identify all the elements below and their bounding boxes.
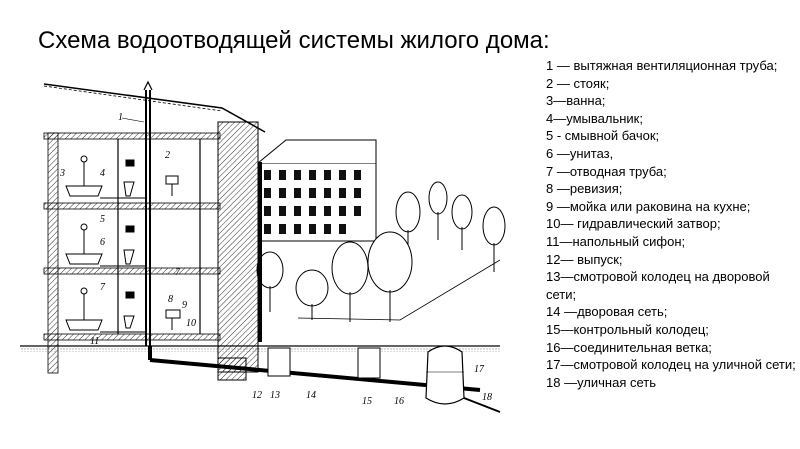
callout-7b: 7 — [100, 282, 106, 293]
callout-13: 13 — [270, 390, 280, 401]
drainage-system-drawing: 1 2 3 4 5 6 7 7 8 9 10 11 12 13 14 15 16… — [0, 0, 545, 449]
legend-item: 1 — вытяжная вентиляционная труба; — [546, 57, 796, 75]
legend-item: 6 —унитаз, — [546, 145, 796, 163]
callout-2: 2 — [165, 150, 170, 161]
legend-item: 2 — стояк; — [546, 75, 796, 93]
legend-item: 10— гидравлический затвор; — [546, 215, 796, 233]
callout-18: 18 — [482, 392, 492, 403]
legend-item: 5 - смывной бачок; — [546, 127, 796, 145]
callout-5: 5 — [100, 214, 105, 225]
callout-4: 4 — [100, 168, 105, 179]
stack-pipe — [144, 82, 152, 360]
legend-item: 17—смотровой колодец на уличной сети; — [546, 356, 796, 374]
legend-item: 18 —уличная сеть — [546, 374, 796, 392]
legend-list: 1 — вытяжная вентиляционная труба; 2 — с… — [546, 57, 796, 391]
callout-9: 9 — [182, 300, 187, 311]
legend-item: 13—смотровой колодец на дворовой сети; — [546, 268, 796, 303]
callout-1: 1 — [118, 112, 123, 123]
callout-14: 14 — [306, 390, 316, 401]
callout-17: 17 — [474, 364, 485, 375]
house-section — [44, 84, 265, 380]
callout-12: 12 — [252, 390, 262, 401]
legend-item: 11—напольный сифон; — [546, 233, 796, 251]
legend-item: 15—контрольный колодец; — [546, 321, 796, 339]
legend-item: 8 —ревизия; — [546, 180, 796, 198]
legend-item: 9 —мойка или раковина на кухне; — [546, 198, 796, 216]
fixtures — [66, 156, 180, 332]
legend-item: 3—ванна; — [546, 92, 796, 110]
callout-8: 8 — [168, 294, 173, 305]
callout-11: 11 — [90, 336, 99, 347]
legend-item: 14 —дворовая сеть; — [546, 303, 796, 321]
callout-3: 3 — [59, 168, 65, 179]
legend-item: 12— выпуск; — [546, 251, 796, 269]
callout-10: 10 — [186, 318, 196, 329]
background-building — [258, 140, 376, 241]
callout-16: 16 — [394, 396, 404, 407]
yard-network — [150, 346, 500, 412]
legend-item: 7 —отводная труба; — [546, 163, 796, 181]
callout-15: 15 — [362, 396, 372, 407]
callout-6: 6 — [100, 237, 105, 248]
legend-item: 4—умывальник; — [546, 110, 796, 128]
legend-item: 16—соединительная ветка; — [546, 339, 796, 357]
